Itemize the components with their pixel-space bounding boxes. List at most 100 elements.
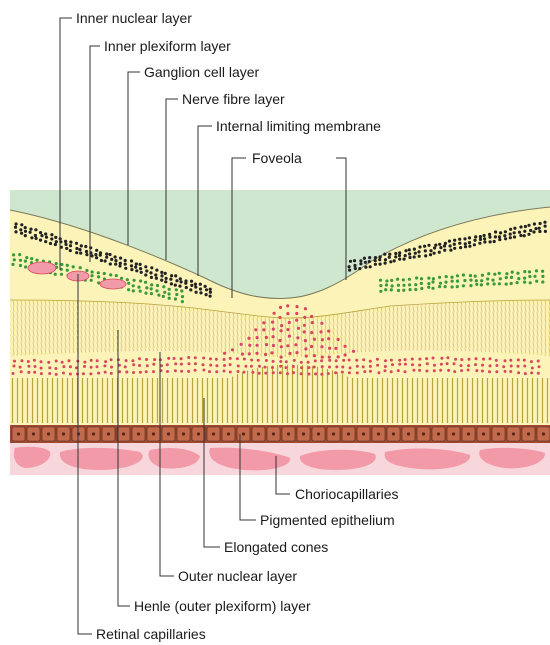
ganglion-cell bbox=[468, 241, 471, 244]
label-pigmented-epithelium: Pigmented epithelium bbox=[260, 512, 395, 528]
inner-nuclear-cell bbox=[24, 265, 27, 268]
ganglion-cell bbox=[119, 262, 122, 265]
outer-nuclear-cell bbox=[460, 364, 463, 367]
epithelial-nucleus bbox=[497, 432, 500, 435]
epithelial-nucleus bbox=[92, 432, 95, 435]
outer-nuclear-cell bbox=[293, 359, 296, 362]
inner-nuclear-cell bbox=[481, 274, 484, 277]
outer-nuclear-cell bbox=[34, 365, 37, 368]
outer-nuclear-cell bbox=[390, 370, 393, 373]
outer-nuclear-cell bbox=[411, 358, 414, 361]
ganglion-cell bbox=[359, 262, 362, 265]
outer-nuclear-cell bbox=[384, 369, 387, 372]
outer-nuclear-cell bbox=[453, 362, 456, 365]
epithelial-nucleus bbox=[107, 432, 110, 435]
inner-nuclear-cell bbox=[379, 284, 382, 287]
ganglion-cell bbox=[185, 286, 188, 289]
outer-nuclear-cell bbox=[243, 371, 246, 374]
outer-nuclear-cell bbox=[474, 363, 477, 366]
inner-nuclear-cell bbox=[414, 283, 417, 286]
ganglion-cell bbox=[165, 277, 168, 280]
ganglion-cell bbox=[424, 249, 427, 252]
outer-nuclear-cell bbox=[124, 365, 127, 368]
outer-nuclear-cell bbox=[278, 316, 281, 319]
inner-nuclear-cell bbox=[517, 277, 520, 280]
outer-nuclear-cell bbox=[90, 366, 93, 369]
inner-nuclear-cell bbox=[120, 277, 123, 280]
ganglion-cell bbox=[209, 295, 212, 298]
outer-nuclear-cell bbox=[467, 364, 470, 367]
ganglion-cell bbox=[429, 253, 432, 256]
outer-nuclear-cell bbox=[337, 355, 340, 358]
ganglion-cell bbox=[85, 250, 88, 253]
inner-nuclear-cell bbox=[409, 288, 412, 291]
outer-nuclear-cell bbox=[215, 370, 218, 373]
ganglion-cell bbox=[154, 273, 157, 276]
outer-nuclear-cell bbox=[152, 363, 155, 366]
epithelial-nucleus bbox=[212, 432, 215, 435]
outer-nuclear-cell bbox=[303, 324, 306, 327]
inner-nuclear-cell bbox=[168, 288, 171, 291]
inner-nuclear-cell bbox=[408, 278, 411, 281]
outer-nuclear-cell bbox=[33, 359, 36, 362]
outer-nuclear-cell bbox=[344, 345, 347, 348]
ganglion-cell bbox=[523, 234, 526, 237]
outer-nuclear-cell bbox=[307, 366, 310, 369]
inner-nuclear-cell bbox=[18, 253, 21, 256]
inner-nuclear-cell bbox=[480, 279, 483, 282]
ganglion-cell bbox=[80, 244, 83, 247]
ganglion-cell bbox=[539, 222, 542, 225]
inner-nuclear-cell bbox=[450, 276, 453, 279]
ganglion-cell bbox=[20, 223, 23, 226]
ganglion-cell bbox=[29, 228, 32, 231]
ganglion-cell bbox=[538, 227, 541, 230]
epithelial-nucleus bbox=[62, 432, 65, 435]
outer-nuclear-cell bbox=[118, 370, 121, 373]
ganglion-cell bbox=[523, 230, 526, 233]
inner-nuclear-cell bbox=[463, 279, 466, 282]
inner-nuclear-cell bbox=[535, 269, 538, 272]
outer-nuclear-cell bbox=[320, 322, 323, 325]
ganglion-cell bbox=[468, 236, 471, 239]
inner-nuclear-cell bbox=[444, 285, 447, 288]
outer-nuclear-cell bbox=[48, 372, 51, 375]
outer-nuclear-cell bbox=[310, 315, 313, 318]
label-choriocapillaries: Choriocapillaries bbox=[295, 486, 399, 502]
outer-nuclear-cell bbox=[258, 365, 261, 368]
outer-nuclear-cell bbox=[320, 345, 323, 348]
ganglion-cell bbox=[135, 262, 138, 265]
outer-nuclear-cell bbox=[82, 372, 85, 375]
outer-nuclear-cell bbox=[248, 352, 251, 355]
epithelial-nucleus bbox=[137, 432, 140, 435]
ganglion-cell bbox=[130, 268, 133, 271]
inner-nuclear-cell bbox=[137, 286, 140, 289]
outer-nuclear-cell bbox=[256, 344, 259, 347]
outer-nuclear-cell bbox=[96, 359, 99, 362]
outer-nuclear-cell bbox=[489, 357, 492, 360]
inner-nuclear-cell bbox=[427, 286, 430, 289]
outer-nuclear-cell bbox=[187, 356, 190, 359]
outer-nuclear-cell bbox=[280, 356, 283, 359]
inner-nuclear-cell bbox=[451, 285, 454, 288]
outer-nuclear-cell bbox=[313, 338, 316, 341]
inner-nuclear-cell bbox=[480, 283, 483, 286]
ganglion-cell bbox=[49, 242, 52, 245]
inner-nuclear-cell bbox=[535, 280, 538, 283]
inner-nuclear-cell bbox=[397, 289, 400, 292]
inner-nuclear-cell bbox=[505, 276, 508, 279]
inner-nuclear-cell bbox=[126, 278, 129, 281]
ganglion-cell bbox=[388, 256, 391, 259]
ganglion-cell bbox=[134, 266, 137, 269]
inner-nuclear-cell bbox=[523, 277, 526, 280]
ganglion-cell bbox=[29, 231, 32, 234]
outer-nuclear-cell bbox=[55, 360, 58, 363]
epithelial-nucleus bbox=[167, 432, 170, 435]
ganglion-cell bbox=[14, 230, 17, 233]
ganglion-cell bbox=[468, 245, 471, 248]
outer-nuclear-cell bbox=[265, 336, 268, 339]
ganglion-cell bbox=[150, 266, 153, 269]
inner-nuclear-cell bbox=[439, 282, 442, 285]
ganglion-cell bbox=[179, 277, 182, 280]
label-inner-plexiform-layer: Inner plexiform layer bbox=[104, 38, 231, 54]
